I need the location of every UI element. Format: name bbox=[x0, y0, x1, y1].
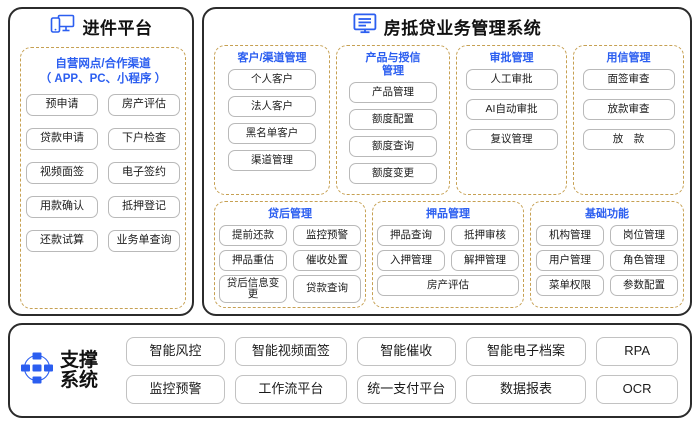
group-title: 产品与授信 管理 bbox=[337, 52, 449, 78]
devices-icon bbox=[50, 14, 76, 39]
group-button[interactable]: 菜单权限 bbox=[536, 275, 604, 296]
core-system-title: 房抵贷业务管理系统 bbox=[383, 18, 542, 38]
intake-button[interactable]: 贷款申请 bbox=[26, 128, 98, 150]
group-button-list: 产品管理 额度配置 额度查询 额度变更 bbox=[337, 82, 449, 184]
support-button[interactable]: 统一支付平台 bbox=[356, 375, 456, 404]
support-button[interactable]: 工作流平台 bbox=[234, 375, 347, 404]
core-system-header: 房抵贷业务管理系统 bbox=[204, 9, 690, 43]
group-basic-function: 基础功能 机构管理 岗位管理 用户管理 角色管理 菜单权限 参数配置 bbox=[530, 201, 684, 308]
support-system-title: 支撑 系统 bbox=[60, 349, 99, 391]
support-button[interactable]: OCR bbox=[596, 375, 678, 404]
self-channel-title-line1: 自营网点/合作渠道 bbox=[55, 58, 151, 70]
group-title-line2: 管理 bbox=[382, 65, 404, 77]
intake-platform-header: 进件平台 bbox=[10, 9, 192, 43]
group-button[interactable]: 产品管理 bbox=[349, 82, 437, 103]
group-title: 贷后管理 bbox=[268, 208, 312, 220]
group-title: 押品管理 bbox=[426, 208, 470, 220]
group-button[interactable]: 个人客户 bbox=[228, 69, 316, 90]
intake-button-grid: 预申请 房产评估 贷款申请 下户检查 视频面签 电子签约 用款确认 抵押登记 还… bbox=[21, 94, 185, 252]
group-product-credit: 产品与授信 管理 产品管理 额度配置 额度查询 额度变更 bbox=[336, 45, 450, 195]
group-button[interactable]: 额度查询 bbox=[349, 136, 437, 157]
group-button-list: 押品查询 抵押审核 入押管理 解押管理 房产评估 bbox=[373, 225, 523, 296]
group-button[interactable]: 放 款 bbox=[582, 129, 675, 150]
network-nodes-icon bbox=[20, 351, 54, 390]
group-title: 用信管理 bbox=[606, 52, 651, 64]
intake-button[interactable]: 用款确认 bbox=[26, 196, 98, 218]
group-button[interactable]: 押品查询 bbox=[377, 225, 445, 246]
support-button[interactable]: 智能视频面签 bbox=[234, 337, 347, 366]
group-button[interactable]: 额度变更 bbox=[349, 163, 437, 184]
group-button[interactable]: 渠道管理 bbox=[228, 150, 316, 171]
group-button[interactable]: 催收处置 bbox=[293, 250, 361, 271]
group-credit-usage: 用信管理 面签审查 放款审查 放 款 bbox=[573, 45, 684, 195]
group-button[interactable]: 抵押审核 bbox=[451, 225, 519, 246]
intake-button[interactable]: 视频面签 bbox=[26, 162, 98, 184]
self-channel-group-title: 自营网点/合作渠道 （ APP、PC、小程序 ） bbox=[21, 57, 185, 87]
group-button[interactable]: AI自动审批 bbox=[465, 99, 558, 120]
support-title-line1: 支撑 bbox=[60, 349, 99, 371]
group-button[interactable]: 额度配置 bbox=[349, 109, 437, 130]
group-button[interactable]: 解押管理 bbox=[451, 250, 519, 271]
group-post-loan: 贷后管理 提前还款 监控预警 押品重估 催收处置 贷后信息变更 贷款查询 bbox=[214, 201, 366, 308]
support-title-line2: 系统 bbox=[60, 369, 99, 391]
group-button-list: 人工审批 AI自动审批 复议管理 bbox=[457, 69, 566, 150]
support-system-label: 支撑 系统 bbox=[20, 349, 116, 391]
group-button[interactable]: 机构管理 bbox=[536, 225, 604, 246]
group-button[interactable]: 用户管理 bbox=[536, 250, 604, 271]
intake-button[interactable]: 电子签约 bbox=[108, 162, 180, 184]
intake-button[interactable]: 下户检查 bbox=[108, 128, 180, 150]
group-button[interactable]: 岗位管理 bbox=[610, 225, 678, 246]
group-button[interactable]: 人工审批 bbox=[465, 69, 558, 90]
support-button[interactable]: 数据报表 bbox=[465, 375, 587, 404]
self-channel-group: 自营网点/合作渠道 （ APP、PC、小程序 ） 预申请 房产评估 贷款申请 下… bbox=[20, 47, 186, 309]
group-button-list: 机构管理 岗位管理 用户管理 角色管理 菜单权限 参数配置 bbox=[531, 225, 683, 296]
group-button[interactable]: 黑名单客户 bbox=[228, 123, 316, 144]
intake-button[interactable]: 预申请 bbox=[26, 94, 98, 116]
intake-platform-title: 进件平台 bbox=[82, 18, 153, 38]
intake-button[interactable]: 还款试算 bbox=[26, 230, 98, 252]
support-system-panel: 支撑 系统 智能风控 智能视频面签 智能催收 智能电子档案 RPA 监控预警 工… bbox=[8, 323, 692, 418]
intake-button[interactable]: 房产评估 bbox=[108, 94, 180, 116]
group-button[interactable]: 入押管理 bbox=[377, 250, 445, 271]
group-button[interactable]: 监控预警 bbox=[293, 225, 361, 246]
intake-button[interactable]: 业务单查询 bbox=[108, 230, 180, 252]
group-button-list: 面签审查 放款审查 放 款 bbox=[574, 69, 683, 150]
group-button[interactable]: 贷款查询 bbox=[293, 275, 361, 303]
intake-platform-panel: 进件平台 自营网点/合作渠道 （ APP、PC、小程序 ） 预申请 房产评估 贷… bbox=[8, 7, 194, 316]
group-button[interactable]: 角色管理 bbox=[610, 250, 678, 271]
support-button[interactable]: 监控预警 bbox=[126, 375, 225, 404]
group-approval: 审批管理 人工审批 AI自动审批 复议管理 bbox=[456, 45, 567, 195]
monitor-list-icon bbox=[353, 13, 377, 39]
group-button[interactable]: 放款审查 bbox=[582, 99, 675, 120]
group-button[interactable]: 押品重估 bbox=[219, 250, 287, 271]
core-system-panel: 房抵贷业务管理系统 客户/渠道管理 个人客户 法人客户 黑名单客户 渠道管理 产… bbox=[202, 7, 692, 316]
group-button-list: 个人客户 法人客户 黑名单客户 渠道管理 bbox=[215, 69, 329, 171]
group-button-list: 提前还款 监控预警 押品重估 催收处置 贷后信息变更 贷款查询 bbox=[215, 225, 365, 303]
support-button-grid: 智能风控 智能视频面签 智能催收 智能电子档案 RPA 监控预警 工作流平台 统… bbox=[126, 337, 690, 404]
support-button[interactable]: 智能催收 bbox=[356, 337, 456, 366]
group-button[interactable]: 面签审查 bbox=[582, 69, 675, 90]
self-channel-title-line2: （ APP、PC、小程序 ） bbox=[39, 73, 167, 85]
group-title: 审批管理 bbox=[489, 52, 534, 64]
group-title: 基础功能 bbox=[585, 208, 629, 220]
group-button[interactable]: 提前还款 bbox=[219, 225, 287, 246]
group-button[interactable]: 贷后信息变更 bbox=[219, 275, 287, 303]
group-collateral: 押品管理 押品查询 抵押审核 入押管理 解押管理 房产评估 bbox=[372, 201, 524, 308]
group-button[interactable]: 复议管理 bbox=[465, 129, 558, 150]
group-button[interactable]: 参数配置 bbox=[610, 275, 678, 296]
support-button[interactable]: 智能风控 bbox=[126, 337, 225, 366]
intake-button[interactable]: 抵押登记 bbox=[108, 196, 180, 218]
group-button[interactable]: 房产评估 bbox=[377, 275, 519, 296]
group-title: 客户/渠道管理 bbox=[237, 52, 307, 64]
support-button[interactable]: RPA bbox=[596, 337, 678, 366]
group-customer-channel: 客户/渠道管理 个人客户 法人客户 黑名单客户 渠道管理 bbox=[214, 45, 330, 195]
group-title-line1: 产品与授信 bbox=[365, 52, 421, 64]
support-button[interactable]: 智能电子档案 bbox=[465, 337, 587, 366]
group-button[interactable]: 法人客户 bbox=[228, 96, 316, 117]
